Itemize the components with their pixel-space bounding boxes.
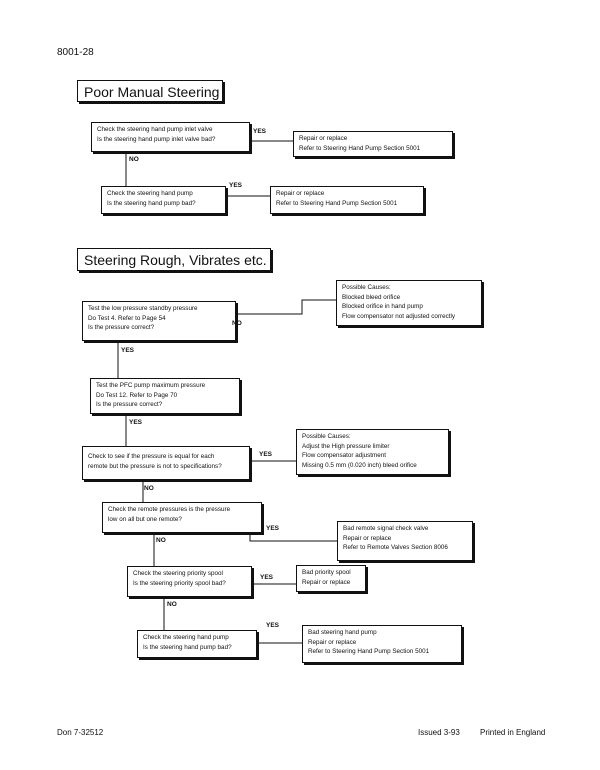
footer-doc-number: Don 7-32512 — [57, 728, 104, 737]
footer-issued: Issued 3-93 — [418, 728, 460, 737]
action-line: Repair or replace — [302, 578, 351, 586]
action-box-hand-pump-rough: Bad steering hand pump Repair or replace… — [302, 625, 462, 663]
no-label: NO — [129, 156, 139, 163]
yes-label: YES — [259, 451, 273, 458]
question-line: Do Test 4. Refer to Page 54 — [88, 314, 166, 322]
question-box-pressure-equal: Check to see if the pressure is equal fo… — [82, 446, 250, 480]
question-box-remote-pressures: Check the remote pressures is the pressu… — [102, 502, 262, 533]
question-line: Is the pressure correct? — [88, 324, 155, 331]
yes-label: YES — [121, 347, 135, 354]
question-line: Do Test 12. Refer to Page 70 — [96, 391, 178, 399]
action-box-remote-check-valve: Bad remote signal check valve Repair or … — [337, 521, 473, 561]
no-label: NO — [232, 320, 242, 327]
action-line: Refer to Steering Hand Pump Section 5001 — [276, 199, 398, 207]
question-line: Is the steering priority spool bad? — [133, 579, 226, 587]
question-box-inlet-valve: Check the steering hand pump inlet valve… — [91, 122, 250, 152]
question-box-standby-pressure: Test the low pressure standby pressure D… — [82, 301, 236, 341]
no-label: NO — [144, 485, 154, 492]
action-line: Bad remote signal check valve — [343, 525, 429, 532]
question-line: Test the PFC pump maximum pressure — [96, 382, 206, 389]
yes-label: YES — [229, 182, 243, 189]
yes-label: YES — [260, 574, 274, 581]
cause-line: Possible Causes: — [302, 433, 351, 440]
question-box-priority-spool: Check the steering priority spool Is the… — [127, 566, 252, 597]
question-line: Check the steering hand pump inlet valve — [97, 126, 213, 133]
cause-line: Flow compensator adjustment — [302, 452, 386, 459]
connector-yes-r4 — [249, 519, 337, 542]
action-line: Refer to Steering Hand Pump Section 5001 — [299, 144, 421, 152]
action-line: Refer to Remote Valves Section 8006 — [343, 544, 448, 551]
cause-line: Adjust the High pressure limiter — [302, 442, 390, 450]
question-line: Test the low pressure standby pressure — [88, 305, 198, 312]
question-line: Check the steering priority spool — [133, 570, 223, 577]
connector-no-r1 — [236, 299, 336, 315]
question-line: Is the steering hand pump bad? — [107, 199, 196, 207]
action-box-repair-hand-pump: Repair or replace Refer to Steering Hand… — [270, 186, 424, 214]
action-line: Repair or replace — [343, 534, 392, 542]
action-box-priority-spool: Bad priority spool Repair or replace — [296, 565, 366, 592]
action-line: Refer to Steering Hand Pump Section 5001 — [308, 648, 430, 655]
action-box-repair-inlet-valve: Repair or replace Refer to Steering Hand… — [293, 131, 453, 157]
question-line: Is the steering hand pump inlet valve ba… — [97, 135, 216, 143]
action-line: Bad priority spool — [302, 569, 351, 576]
cause-line: Blocked orifice in hand pump — [342, 303, 423, 310]
question-box-hand-pump-rough: Check the steering hand pump Is the stee… — [137, 630, 257, 658]
question-line: Is the steering hand pump bad? — [143, 643, 232, 651]
question-box-hand-pump: Check the steering hand pump Is the stee… — [101, 186, 226, 214]
question-box-pfc-max-pressure: Test the PFC pump maximum pressure Do Te… — [90, 378, 240, 414]
section-title-poor-manual-steering: Poor Manual Steering — [77, 80, 223, 102]
possible-causes-box-standby: Possible Causes: Blocked bleed orifice B… — [336, 280, 482, 326]
footer-printed: Printed in England — [480, 728, 546, 737]
yes-label: YES — [266, 525, 280, 532]
yes-label: YES — [266, 622, 280, 629]
page-number: 8001-28 — [57, 47, 94, 58]
yes-label: YES — [253, 128, 267, 135]
cause-line: Blocked bleed orifice — [342, 293, 401, 301]
possible-causes-box-pressure-spec: Possible Causes: Adjust the High pressur… — [296, 429, 449, 475]
question-line: Check to see if the pressure is equal fo… — [88, 453, 215, 460]
section-title-steering-rough: Steering Rough, Vibrates etc. — [77, 248, 271, 271]
no-label: NO — [156, 537, 166, 544]
action-line: Repair or replace — [276, 190, 325, 197]
no-label: NO — [167, 601, 177, 608]
question-line: low on all but one remote? — [108, 515, 182, 523]
question-line: Check the steering hand pump — [143, 634, 229, 641]
question-line: Check the remote pressures is the pressu… — [108, 506, 231, 513]
yes-label: YES — [129, 419, 143, 426]
action-line: Repair or replace — [308, 638, 357, 646]
action-line: Repair or replace — [299, 135, 348, 142]
cause-line: Flow compensator not adjusted correctly — [342, 312, 456, 320]
cause-line: Missing 0.5 mm (0.020 inch) bleed orific… — [302, 461, 417, 469]
question-line: remote but the pressure is not to specif… — [88, 462, 222, 470]
action-line: Bad steering hand pump — [308, 629, 377, 636]
question-line: Check the steering hand pump — [107, 190, 193, 197]
question-line: Is the pressure correct? — [96, 401, 163, 408]
cause-line: Possible Causes: — [342, 284, 391, 291]
